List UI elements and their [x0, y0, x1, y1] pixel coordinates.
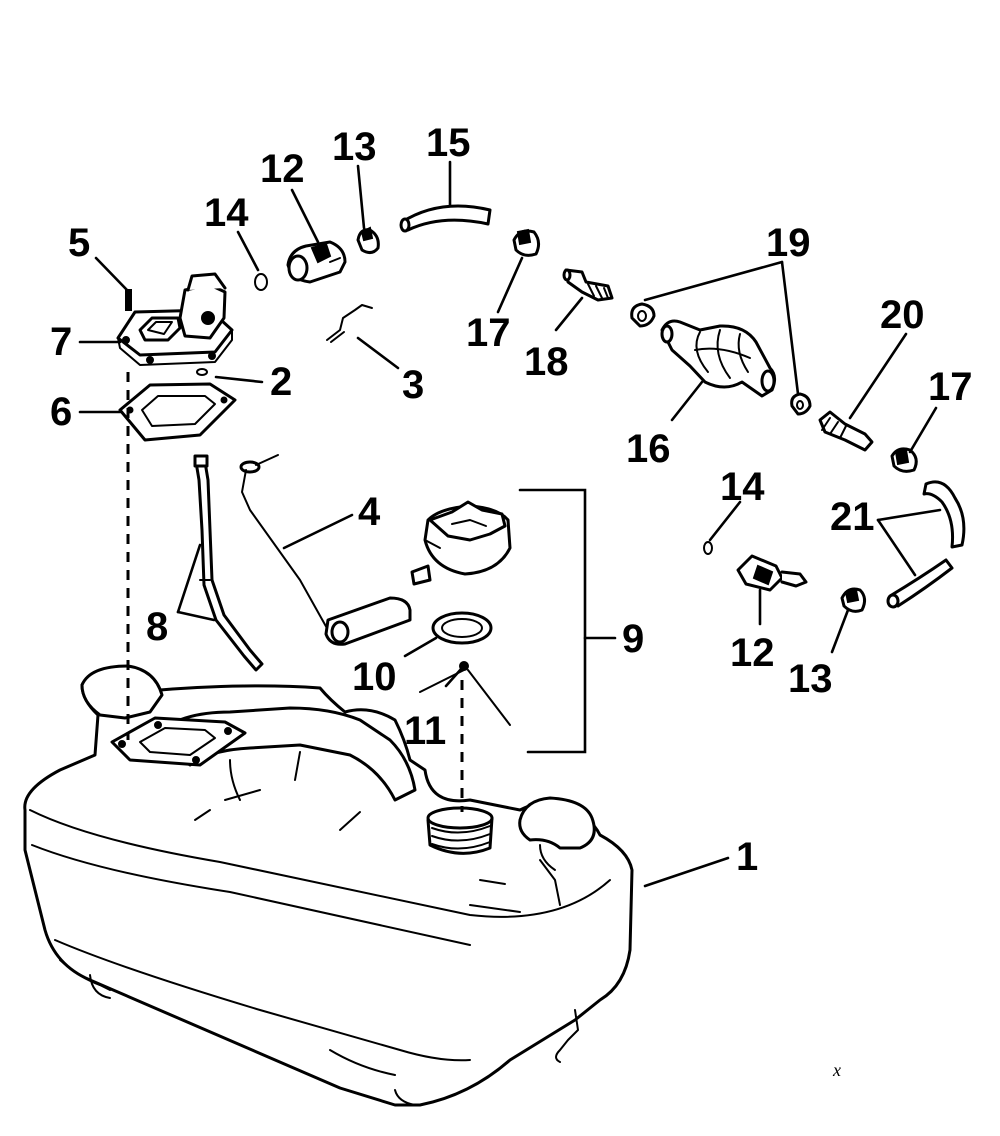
pickup-tube	[193, 454, 264, 672]
hose-sections-21	[886, 480, 966, 609]
connector-lower	[736, 554, 808, 592]
callout-4: 4	[358, 490, 381, 534]
retaining-clip	[326, 304, 373, 343]
callout-9: 9	[622, 617, 644, 661]
callout-19: 19	[766, 221, 811, 265]
callout-12-lower: 12	[730, 631, 775, 675]
callout-3: 3	[402, 363, 424, 407]
group-bracket-9	[518, 488, 617, 754]
callout-21: 21	[830, 495, 875, 539]
callout-labels: 1 2 3 4 5 6 7 8 9 10 11 12 12 13 13 14 1…	[50, 121, 973, 1080]
callout-12-upper: 12	[260, 147, 305, 191]
clip-19-right	[790, 392, 812, 416]
callout-8: 8	[146, 605, 168, 649]
fuel-tank	[23, 664, 634, 1107]
hose-fitting-20	[818, 410, 874, 452]
hose-upper	[399, 204, 492, 233]
corner-mark: x	[832, 1060, 841, 1080]
leader-lines	[78, 160, 942, 888]
callout-14-lower: 14	[720, 465, 765, 509]
clip-19-left	[630, 302, 656, 328]
fuel-gauge-float	[239, 454, 412, 646]
o-ring-lower	[703, 541, 713, 555]
callout-5: 5	[68, 221, 90, 265]
gauge-cap	[410, 500, 512, 586]
callout-11: 11	[404, 709, 446, 753]
callout-14-upper: 14	[204, 191, 249, 235]
o-ring	[196, 368, 208, 376]
hose-fitting-18	[562, 268, 614, 302]
hose-clamp-17-lower	[890, 447, 918, 473]
callout-13-upper: 13	[332, 125, 377, 169]
callout-15: 15	[426, 121, 471, 165]
callout-7: 7	[50, 320, 72, 364]
callout-20: 20	[880, 293, 925, 337]
callout-1: 1	[736, 835, 758, 879]
assembly-guide-lines	[126, 372, 464, 812]
hose-clamp-lower	[840, 587, 867, 613]
callout-16: 16	[626, 427, 671, 471]
primer-bulb	[660, 319, 777, 398]
hose-clamp-17-upper	[512, 228, 541, 257]
callout-13-lower: 13	[788, 657, 833, 701]
callout-17-lower: 17	[928, 365, 973, 409]
callout-6: 6	[50, 390, 72, 434]
hose-clamp-upper	[356, 226, 380, 255]
cap-gasket	[431, 611, 493, 645]
fitting-assembly	[116, 272, 234, 366]
callout-18: 18	[524, 340, 569, 384]
o-ring-upper	[254, 273, 268, 291]
callout-17-upper: 17	[466, 311, 511, 355]
screw	[125, 289, 132, 311]
callout-10: 10	[352, 655, 397, 699]
callout-2: 2	[270, 360, 292, 404]
connector-upper	[286, 240, 347, 284]
gasket	[118, 382, 237, 442]
